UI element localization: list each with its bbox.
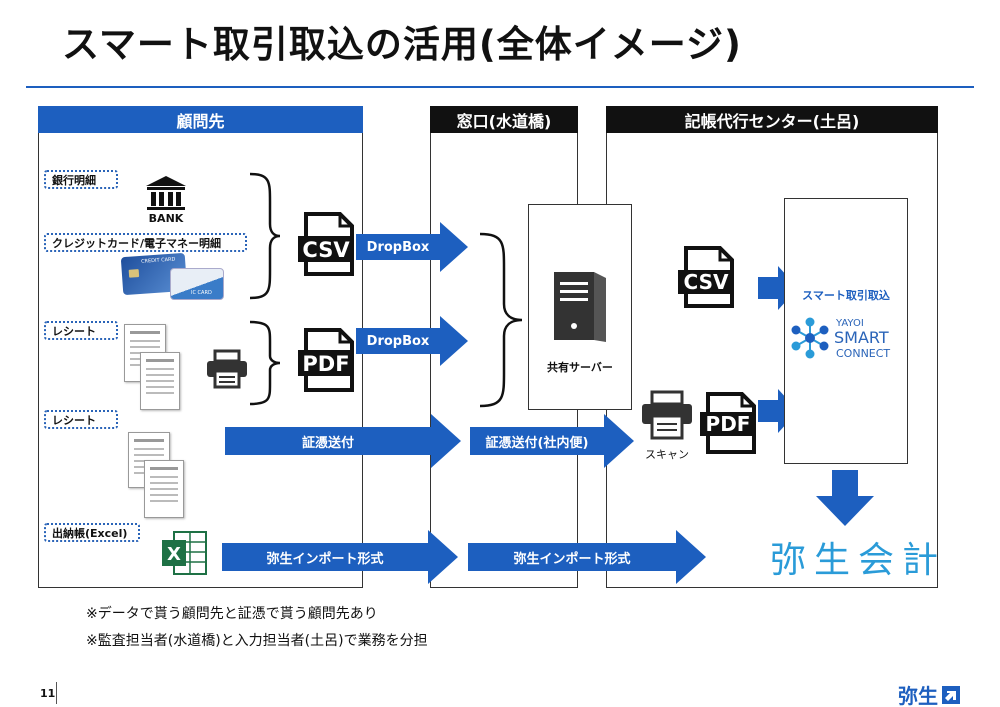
excel-icon: X [162, 531, 207, 575]
yayoi-import-arrow-2 [468, 530, 706, 584]
smart-connect-logo-line3: CONNECT [836, 347, 891, 360]
center-pdf-icon: PDF [700, 392, 756, 454]
evidence-send-arrow [225, 414, 461, 468]
dropbox-arrow-2-label: DropBox [366, 333, 430, 349]
footer-logo-arrow-icon [942, 685, 960, 704]
smart-connect-logo-line2: SMART [834, 328, 889, 347]
center-header: 記帳代行センター(土呂) [606, 106, 938, 133]
smart-import-title: スマート取引取込 [802, 289, 890, 302]
note-1: ※データで貰う顧問先と証憑で貰う顧問先あり [86, 606, 378, 622]
note-2: ※監査担当者(水道橋)と入力担当者(土呂)で業務を分担 [86, 633, 428, 649]
brace-upper [249, 172, 281, 300]
server-label: 共有サーバー [547, 361, 613, 374]
slide-title: スマート取引取込の活用(全体イメージ) [62, 23, 742, 66]
source-card: クレジットカード/電子マネー明細 [44, 233, 247, 252]
dropbox-arrow-1-label: DropBox [366, 239, 430, 255]
bank-icon-text: BANK [149, 212, 184, 224]
source-receipt-2: レシート [44, 410, 118, 429]
receipt-icon-2 [140, 352, 180, 410]
pdf-file-text: PDF [302, 352, 349, 376]
receipt-icon-4 [144, 460, 184, 518]
scanner-label: スキャン [645, 448, 689, 461]
svg-text:X: X [167, 544, 181, 565]
server-icon [554, 272, 606, 342]
smart-import-box [784, 198, 908, 464]
footer-logo: 弥生 [898, 680, 960, 707]
title-rule [26, 86, 974, 88]
dropbox-arrow-1 [356, 222, 468, 272]
csv-file-text: CSV [302, 238, 350, 262]
footer-logo-text: 弥生 [898, 684, 938, 707]
center-csv-text: CSV [684, 270, 729, 294]
yayoi-import-arrow-1 [222, 530, 458, 584]
smart-connect-logo-line1: YAYOI [836, 318, 864, 329]
page-number: 11 [40, 687, 56, 700]
scanner-icon [642, 390, 692, 440]
yayoi-import-label-1: 弥生インポート形式 [266, 551, 384, 567]
yayoi-accounting-logo: 弥生会計 [770, 540, 947, 581]
page-number-divider [56, 682, 57, 704]
card-chip [128, 269, 140, 278]
source-bank: 銀行明細 [44, 170, 118, 189]
center-csv-icon: CSV [678, 246, 734, 308]
bank-icon: BANK [146, 176, 186, 224]
yayoi-import-label-2: 弥生インポート形式 [513, 551, 631, 567]
evidence-send-label: 証憑送付 [301, 435, 354, 451]
center-pdf-text: PDF [706, 412, 751, 436]
smart-connect-logo-icon [791, 317, 829, 359]
down-arrow [816, 470, 874, 526]
brace-window [479, 232, 523, 408]
credit-card-text: CREDIT CARD [140, 256, 176, 265]
source-receipt-1: レシート [44, 321, 118, 340]
window-header: 窓口(水道橋) [430, 106, 578, 133]
evidence-internal-arrow [470, 414, 634, 468]
dropbox-arrow-2 [356, 316, 468, 366]
client-header: 顧問先 [38, 106, 363, 133]
evidence-internal-label: 証憑送付(社内便) [485, 435, 589, 451]
source-ledger: 出納帳(Excel) [44, 523, 140, 542]
printer-icon [207, 349, 247, 389]
pdf-file-icon: PDF [298, 328, 354, 392]
ic-card-text: IC CARD [191, 290, 212, 296]
brace-lower [249, 320, 281, 406]
csv-file-icon: CSV [298, 212, 354, 276]
ic-card-icon: IC CARD [170, 268, 224, 300]
